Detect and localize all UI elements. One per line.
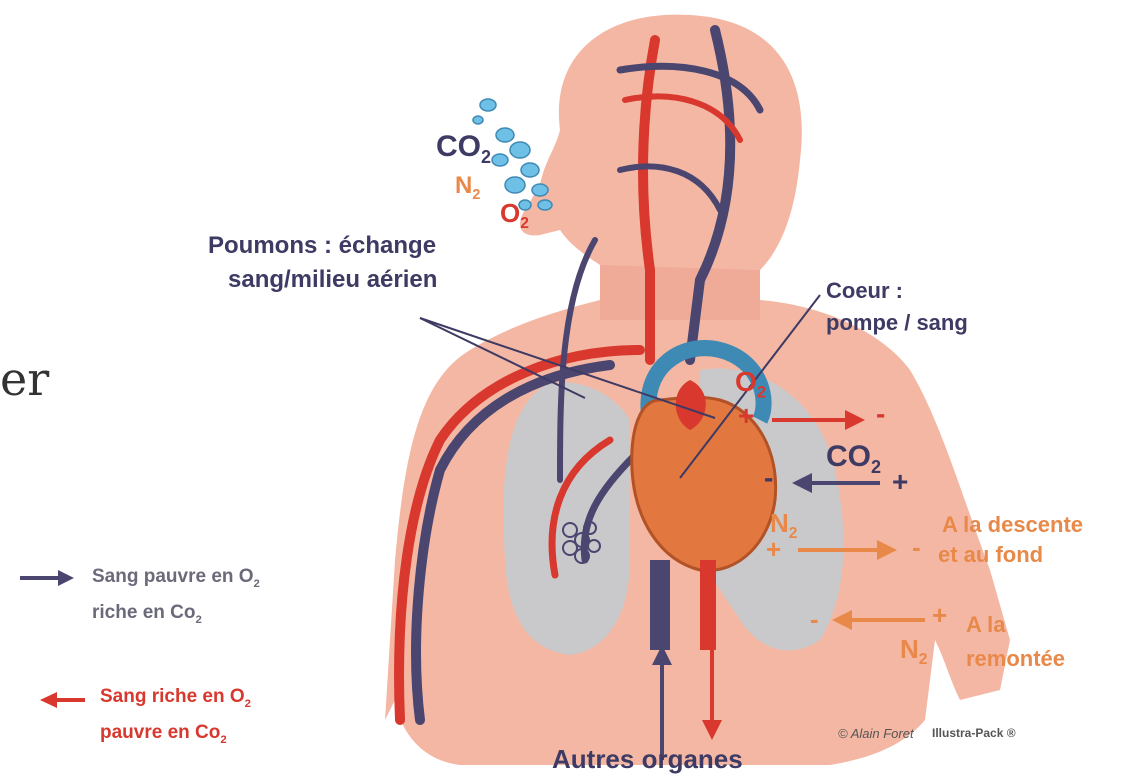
caption-ascent-line1: A la	[966, 612, 1006, 638]
caption-ascent-line2: remontée	[966, 646, 1065, 672]
exchange-co2-gas: CO2	[826, 440, 881, 478]
exhaled-co2: CO2	[436, 130, 491, 168]
exchange-n2-descent-minus: -	[912, 532, 921, 563]
caption-descent-line1: A la descente	[942, 512, 1083, 538]
legend-venous-line2: riche en Co2	[92, 602, 202, 626]
exchange-o2-plus: +	[738, 400, 754, 432]
legend-arterial-line2: pauvre en Co2	[100, 722, 227, 746]
exchange-o2-gas: O2	[735, 366, 766, 403]
descending-aorta	[700, 560, 716, 650]
exhaled-o2: O2	[500, 198, 529, 233]
exchange-n2-ascent-minus: -	[810, 604, 819, 635]
exchange-co2-minus: -	[764, 462, 773, 494]
side-text-fragment: er	[0, 352, 49, 406]
legend-venous-line1: Sang pauvre en O2	[92, 566, 260, 590]
exchange-co2-plus: +	[892, 466, 908, 498]
exchange-n2-ascent-gas: N2	[900, 634, 927, 669]
copyright-brand: Illustra-Pack ®	[932, 726, 1016, 740]
neck-shade	[600, 265, 760, 320]
legend-arrow-arterial-head	[40, 692, 57, 708]
heart-label-line1: Coeur :	[826, 278, 903, 304]
legend-arterial-line1: Sang riche en O2	[100, 686, 251, 710]
lung-label-line1: Poumons : échange	[208, 232, 436, 260]
exchange-n2-descent-plus: +	[766, 534, 781, 565]
heart-label-line2: pompe / sang	[826, 310, 968, 336]
copyright-author: © Alain Foret	[838, 726, 914, 741]
caption-descent-line2: et au fond	[938, 542, 1043, 568]
vena-cava	[650, 560, 670, 650]
exhaled-n2: N2	[455, 172, 480, 203]
other-organs-label: Autres organes	[552, 744, 743, 775]
legend-arrow-venous-head	[58, 570, 74, 586]
exchange-n2-ascent-plus: +	[932, 600, 947, 631]
lung-label-line2: sang/milieu aérien	[228, 266, 437, 294]
exchange-o2-minus: -	[876, 398, 885, 430]
left-lung	[503, 382, 630, 655]
